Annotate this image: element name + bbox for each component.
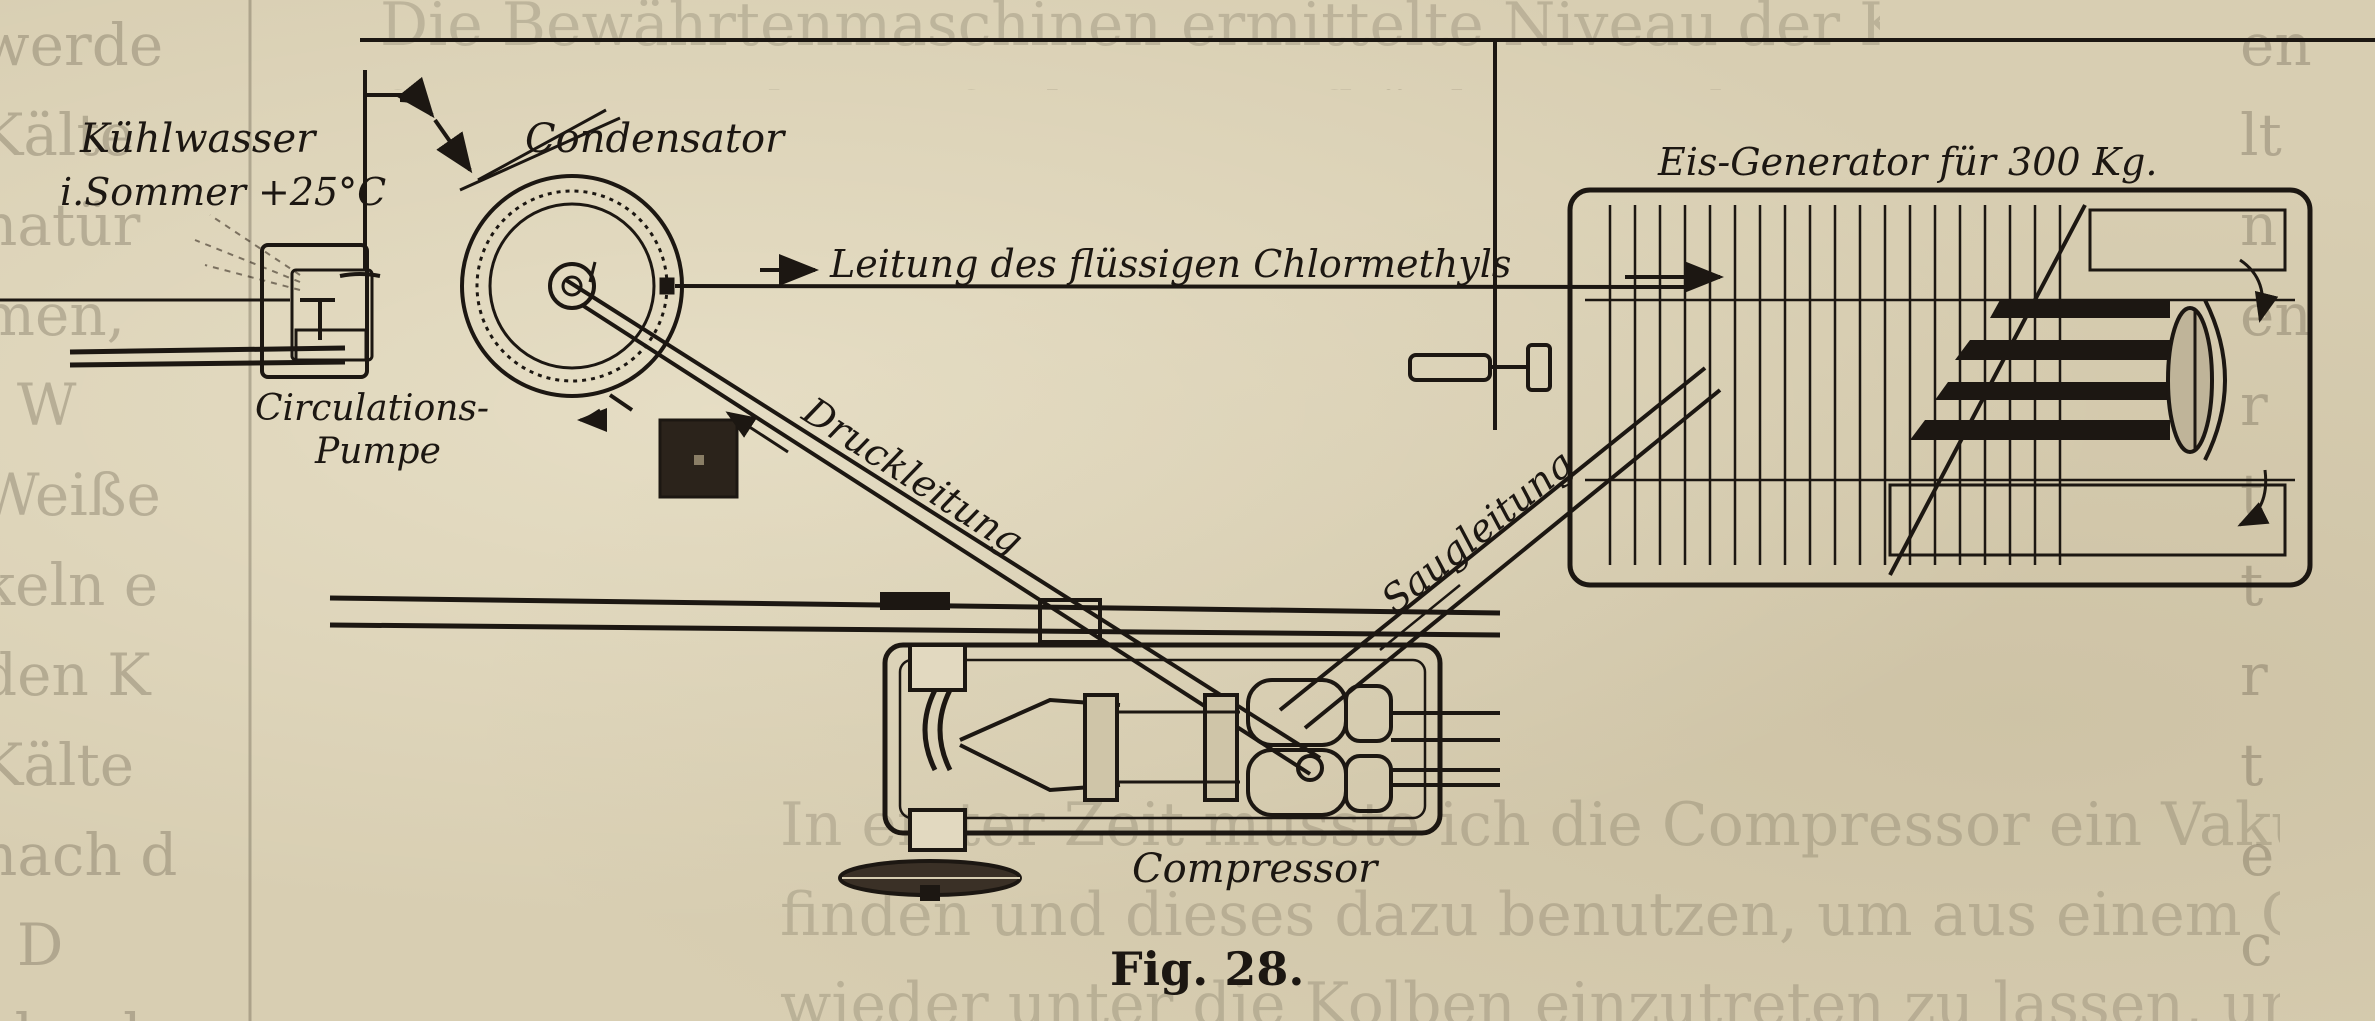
- label-pumpe: Pumpe: [314, 431, 441, 472]
- label-eis-generator: Eis-Generator für 300 Kg.: [1657, 140, 2157, 184]
- label-kuehlwasser: Kühlwasser: [79, 116, 318, 162]
- liquid-line: [674, 254, 1724, 293]
- condenser: [459, 108, 684, 432]
- brine-channel-fill: [1910, 300, 2170, 440]
- drive-belt: [329, 592, 1501, 644]
- label-leitung: Leitung des flüssigen Chlormethyls: [829, 242, 1511, 286]
- suction-line: [1278, 366, 1722, 730]
- body-text-bottom: In erster Zeit musste ich die Compressor…: [780, 790, 2280, 1021]
- label-compressor: Compressor: [1132, 846, 1380, 892]
- figure-caption: Fig. 28.: [1110, 942, 1304, 996]
- circulation-pump: [69, 243, 381, 379]
- label-condensator: Condensator: [525, 116, 787, 162]
- cooling-water-tank: [194, 70, 473, 291]
- compressor: [838, 642, 1500, 901]
- label-saugleitung: Saugleitung: [1373, 441, 1582, 622]
- left-margin-bleed-text: werde Kälte natür men, . W Weiße keln e …: [0, 11, 178, 1021]
- ice-generator: [1567, 187, 2313, 588]
- body-text-top: Die Bewährtenmaschinen ermittelte Niveau…: [380, 0, 1880, 90]
- water-spray: [194, 214, 301, 291]
- label-circulations: Circulations-: [255, 388, 489, 429]
- label-druckleitung: Druckleitung: [794, 388, 1031, 563]
- outlet-mark: [694, 455, 704, 465]
- valve: [1408, 343, 1552, 392]
- pressure-line: [564, 278, 1322, 776]
- label-sommer-temp: i.Sommer +25°C: [60, 170, 386, 214]
